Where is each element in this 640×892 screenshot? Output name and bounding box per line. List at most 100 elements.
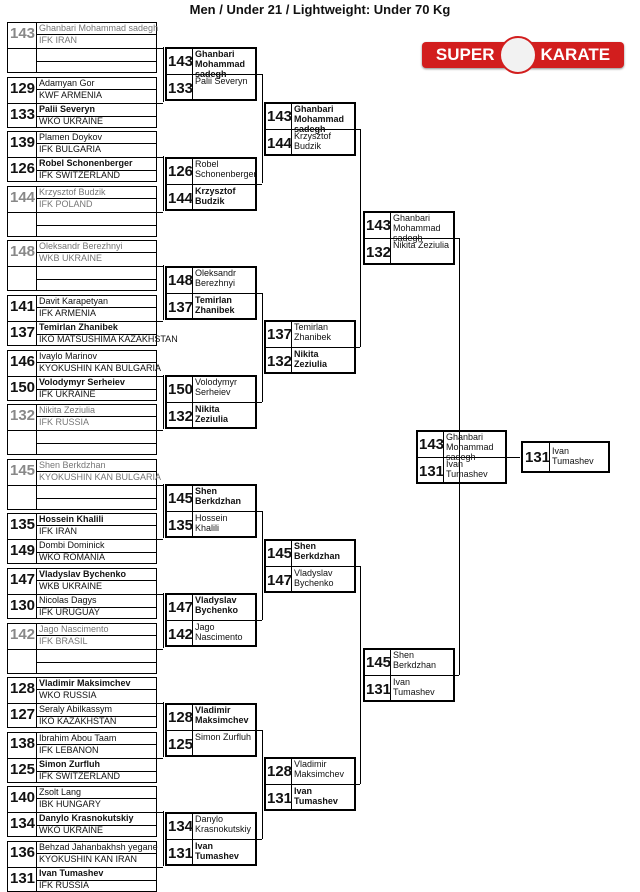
bracket-line bbox=[163, 156, 164, 211]
seed-number: 131 bbox=[419, 463, 445, 480]
bracket-line bbox=[459, 238, 460, 675]
bracket-line bbox=[165, 184, 257, 185]
bracket-line bbox=[157, 594, 163, 595]
slot-border bbox=[7, 77, 157, 128]
competitor-name: Ibrahim Abou Taam bbox=[39, 733, 117, 743]
bracket-line bbox=[36, 552, 157, 553]
bracket-line bbox=[36, 252, 157, 253]
bracket-line bbox=[7, 485, 157, 486]
bracket-line bbox=[36, 240, 37, 291]
seed-number: 125 bbox=[168, 736, 194, 753]
seed-number: 130 bbox=[10, 597, 36, 614]
bracket-line bbox=[262, 511, 263, 621]
competitor-name: Temirlan Zhanibek bbox=[39, 322, 118, 332]
seed-number: 131 bbox=[267, 790, 293, 807]
bracket-line bbox=[36, 786, 37, 837]
competitor-name: Vladyslav Bychenko bbox=[195, 595, 239, 615]
competitor-name: Hossein Khalili bbox=[39, 514, 104, 524]
competitor-club: IKO KAZAKHSTAN bbox=[39, 716, 117, 726]
seed-number: 126 bbox=[168, 163, 194, 180]
bracket-line bbox=[36, 22, 37, 73]
bracket-line bbox=[262, 729, 263, 839]
seed-number: 143 bbox=[366, 217, 392, 234]
bracket-line bbox=[356, 347, 360, 349]
competitor-name: Vladimir Maksimchev bbox=[39, 678, 131, 688]
competitor-club: WKB UKRAINE bbox=[39, 581, 103, 591]
competitor-name: Nicolas Dagys bbox=[39, 595, 97, 605]
slot-border bbox=[7, 186, 157, 237]
slot-border bbox=[7, 786, 157, 837]
seed-number: 131 bbox=[10, 870, 36, 887]
competitor-name: Jago Nascimento bbox=[195, 622, 243, 642]
bracket-line bbox=[262, 292, 263, 402]
bracket-line bbox=[455, 674, 459, 676]
competitor-name: Ivaylo Marinov bbox=[39, 351, 98, 361]
competitor-name: Adamyan Gor bbox=[39, 78, 95, 88]
competitor-name: Oleksandr Berezhnyi bbox=[195, 268, 237, 288]
bracket-line bbox=[257, 511, 262, 513]
competitor-club: KYOKUSHIN KAN BULGARIA bbox=[39, 472, 162, 482]
competitor-name: Vladyslav Bychenko bbox=[294, 568, 334, 588]
bracket-line bbox=[157, 266, 163, 267]
bracket-line bbox=[36, 689, 157, 690]
bracket-line bbox=[36, 607, 157, 608]
competitor-name: Ivan Tumashev bbox=[195, 841, 239, 861]
bracket-line bbox=[36, 416, 157, 417]
competitor-name: Palii Severyn bbox=[39, 104, 96, 114]
bracket-line bbox=[7, 758, 157, 759]
bracket-line bbox=[36, 662, 157, 663]
competitor-name: Volodymyr Serheiev bbox=[195, 377, 238, 397]
bracket-line bbox=[36, 716, 157, 717]
seed-number: 129 bbox=[10, 80, 36, 97]
seed-number: 137 bbox=[10, 324, 36, 341]
seed-number: 137 bbox=[168, 299, 194, 316]
seed-number: 127 bbox=[10, 706, 36, 723]
bracket-line bbox=[356, 565, 360, 567]
bracket-line bbox=[157, 48, 163, 49]
bracket-line bbox=[7, 594, 157, 595]
fist-icon bbox=[498, 36, 537, 74]
competitor-club: WKO ROMANIA bbox=[39, 552, 106, 562]
competitor-name: Plamen Doykov bbox=[39, 132, 103, 142]
competitor-club: WKB UKRAINE bbox=[39, 253, 103, 263]
competitor-name: Seraly Abilkassym bbox=[39, 704, 113, 714]
competitor-name: Palii Severyn bbox=[195, 76, 248, 86]
seed-number: 150 bbox=[10, 379, 36, 396]
competitor-name: Davit Karapetyan bbox=[39, 296, 109, 306]
seed-number: 145 bbox=[10, 462, 36, 479]
bracket-line bbox=[257, 183, 262, 185]
bracket-line bbox=[157, 212, 163, 213]
competitor-club: IBK HUNGARY bbox=[39, 799, 101, 809]
bracket-line bbox=[157, 430, 163, 431]
competitor-name: Nikita Zeziulia bbox=[393, 240, 450, 250]
bracket-line bbox=[163, 593, 164, 648]
competitor-name: Danylo Krasnokutskiy bbox=[195, 814, 252, 834]
bracket-line bbox=[7, 376, 157, 377]
seed-number: 143 bbox=[168, 53, 194, 70]
bracket-line bbox=[165, 293, 257, 294]
competitor-club: WKO UKRAINE bbox=[39, 825, 104, 835]
bracket-line bbox=[163, 265, 164, 320]
seed-number: 144 bbox=[267, 135, 293, 152]
bracket-line bbox=[257, 401, 262, 403]
bracket-line bbox=[455, 238, 459, 240]
bracket-line bbox=[257, 620, 262, 622]
seed-number: 133 bbox=[168, 80, 194, 97]
bracket-line bbox=[257, 292, 262, 294]
competitor-club: IFK POLAND bbox=[39, 199, 93, 209]
logo-text-left: SUPER bbox=[435, 45, 495, 64]
seed-number: 128 bbox=[168, 709, 194, 726]
seed-number: 144 bbox=[168, 190, 194, 207]
bracket-line bbox=[36, 635, 157, 636]
seed-number: 142 bbox=[168, 626, 194, 643]
seed-number: 147 bbox=[10, 571, 36, 588]
bracket-line bbox=[7, 430, 157, 431]
competitor-club: KWF ARMENIA bbox=[39, 90, 103, 100]
seed-number: 132 bbox=[267, 353, 293, 370]
bracket-line bbox=[36, 498, 157, 499]
competitor-name: Vladyslav Bychenko bbox=[39, 569, 127, 579]
competitor-name: Simon Zurfluh bbox=[195, 732, 252, 742]
bracket-line bbox=[36, 198, 157, 199]
bracket-line bbox=[36, 186, 37, 237]
seed-number: 147 bbox=[168, 599, 194, 616]
